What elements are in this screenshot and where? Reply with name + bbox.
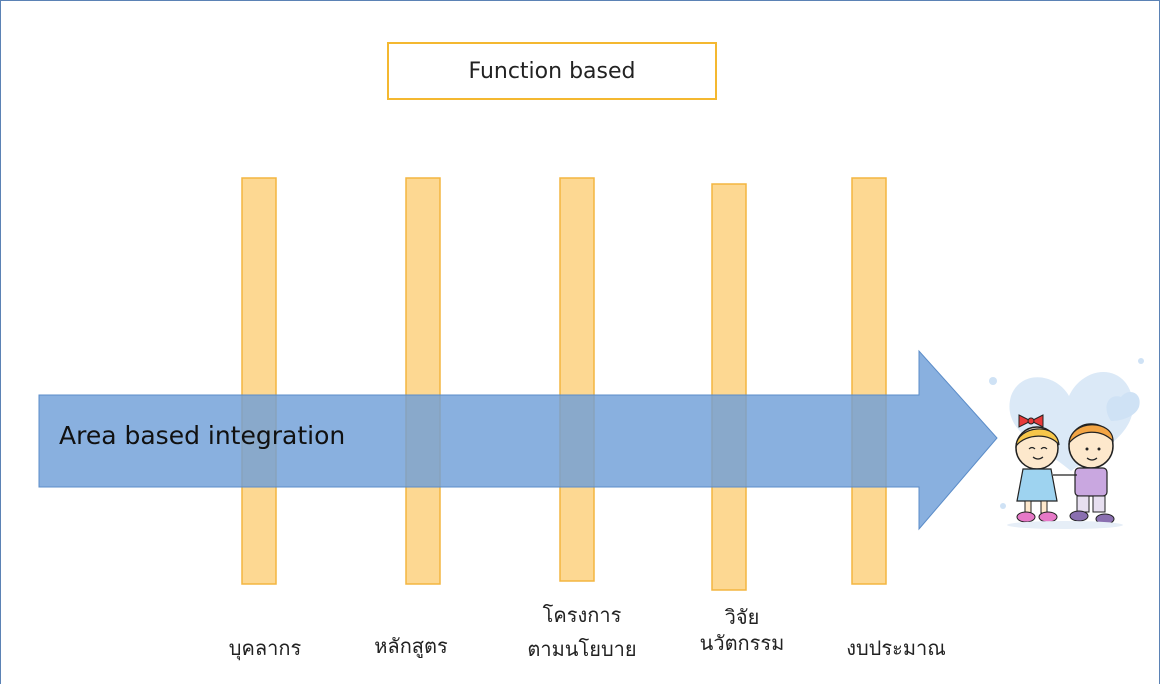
column-label-research: วิจัย นวัตกรรม [700,604,785,656]
column-label-line: งบประมาณ [846,636,946,660]
column-label-line: หลักสูตร [374,634,448,658]
area-based-label: Area based integration [59,421,346,450]
title-text: Function based [468,58,636,84]
column-label-line: โครงการ [542,603,622,627]
column-label-line: บุคลากร [228,636,302,660]
column-label-budget: งบประมาณ [846,631,946,665]
function-bar-1 [241,177,277,585]
column-label-line: นวัตกรรม [699,631,785,655]
function-based-title: Function based [387,42,717,100]
column-label-line: วิจัย [724,605,760,629]
function-bar-5 [851,177,887,585]
area-based-arrow [38,349,998,531]
column-label-curriculum: หลักสูตร [374,629,448,663]
function-bar-2 [405,177,441,585]
column-label-policy-projects: โครงการ ตามนโยบาย [527,598,636,666]
column-label-personnel: บุคลากร [229,631,301,665]
kids-illustration-icon [989,358,1144,529]
function-bar-3 [559,177,595,582]
column-label-line: ตามนโยบาย [527,637,637,661]
function-bar-4 [711,183,747,591]
